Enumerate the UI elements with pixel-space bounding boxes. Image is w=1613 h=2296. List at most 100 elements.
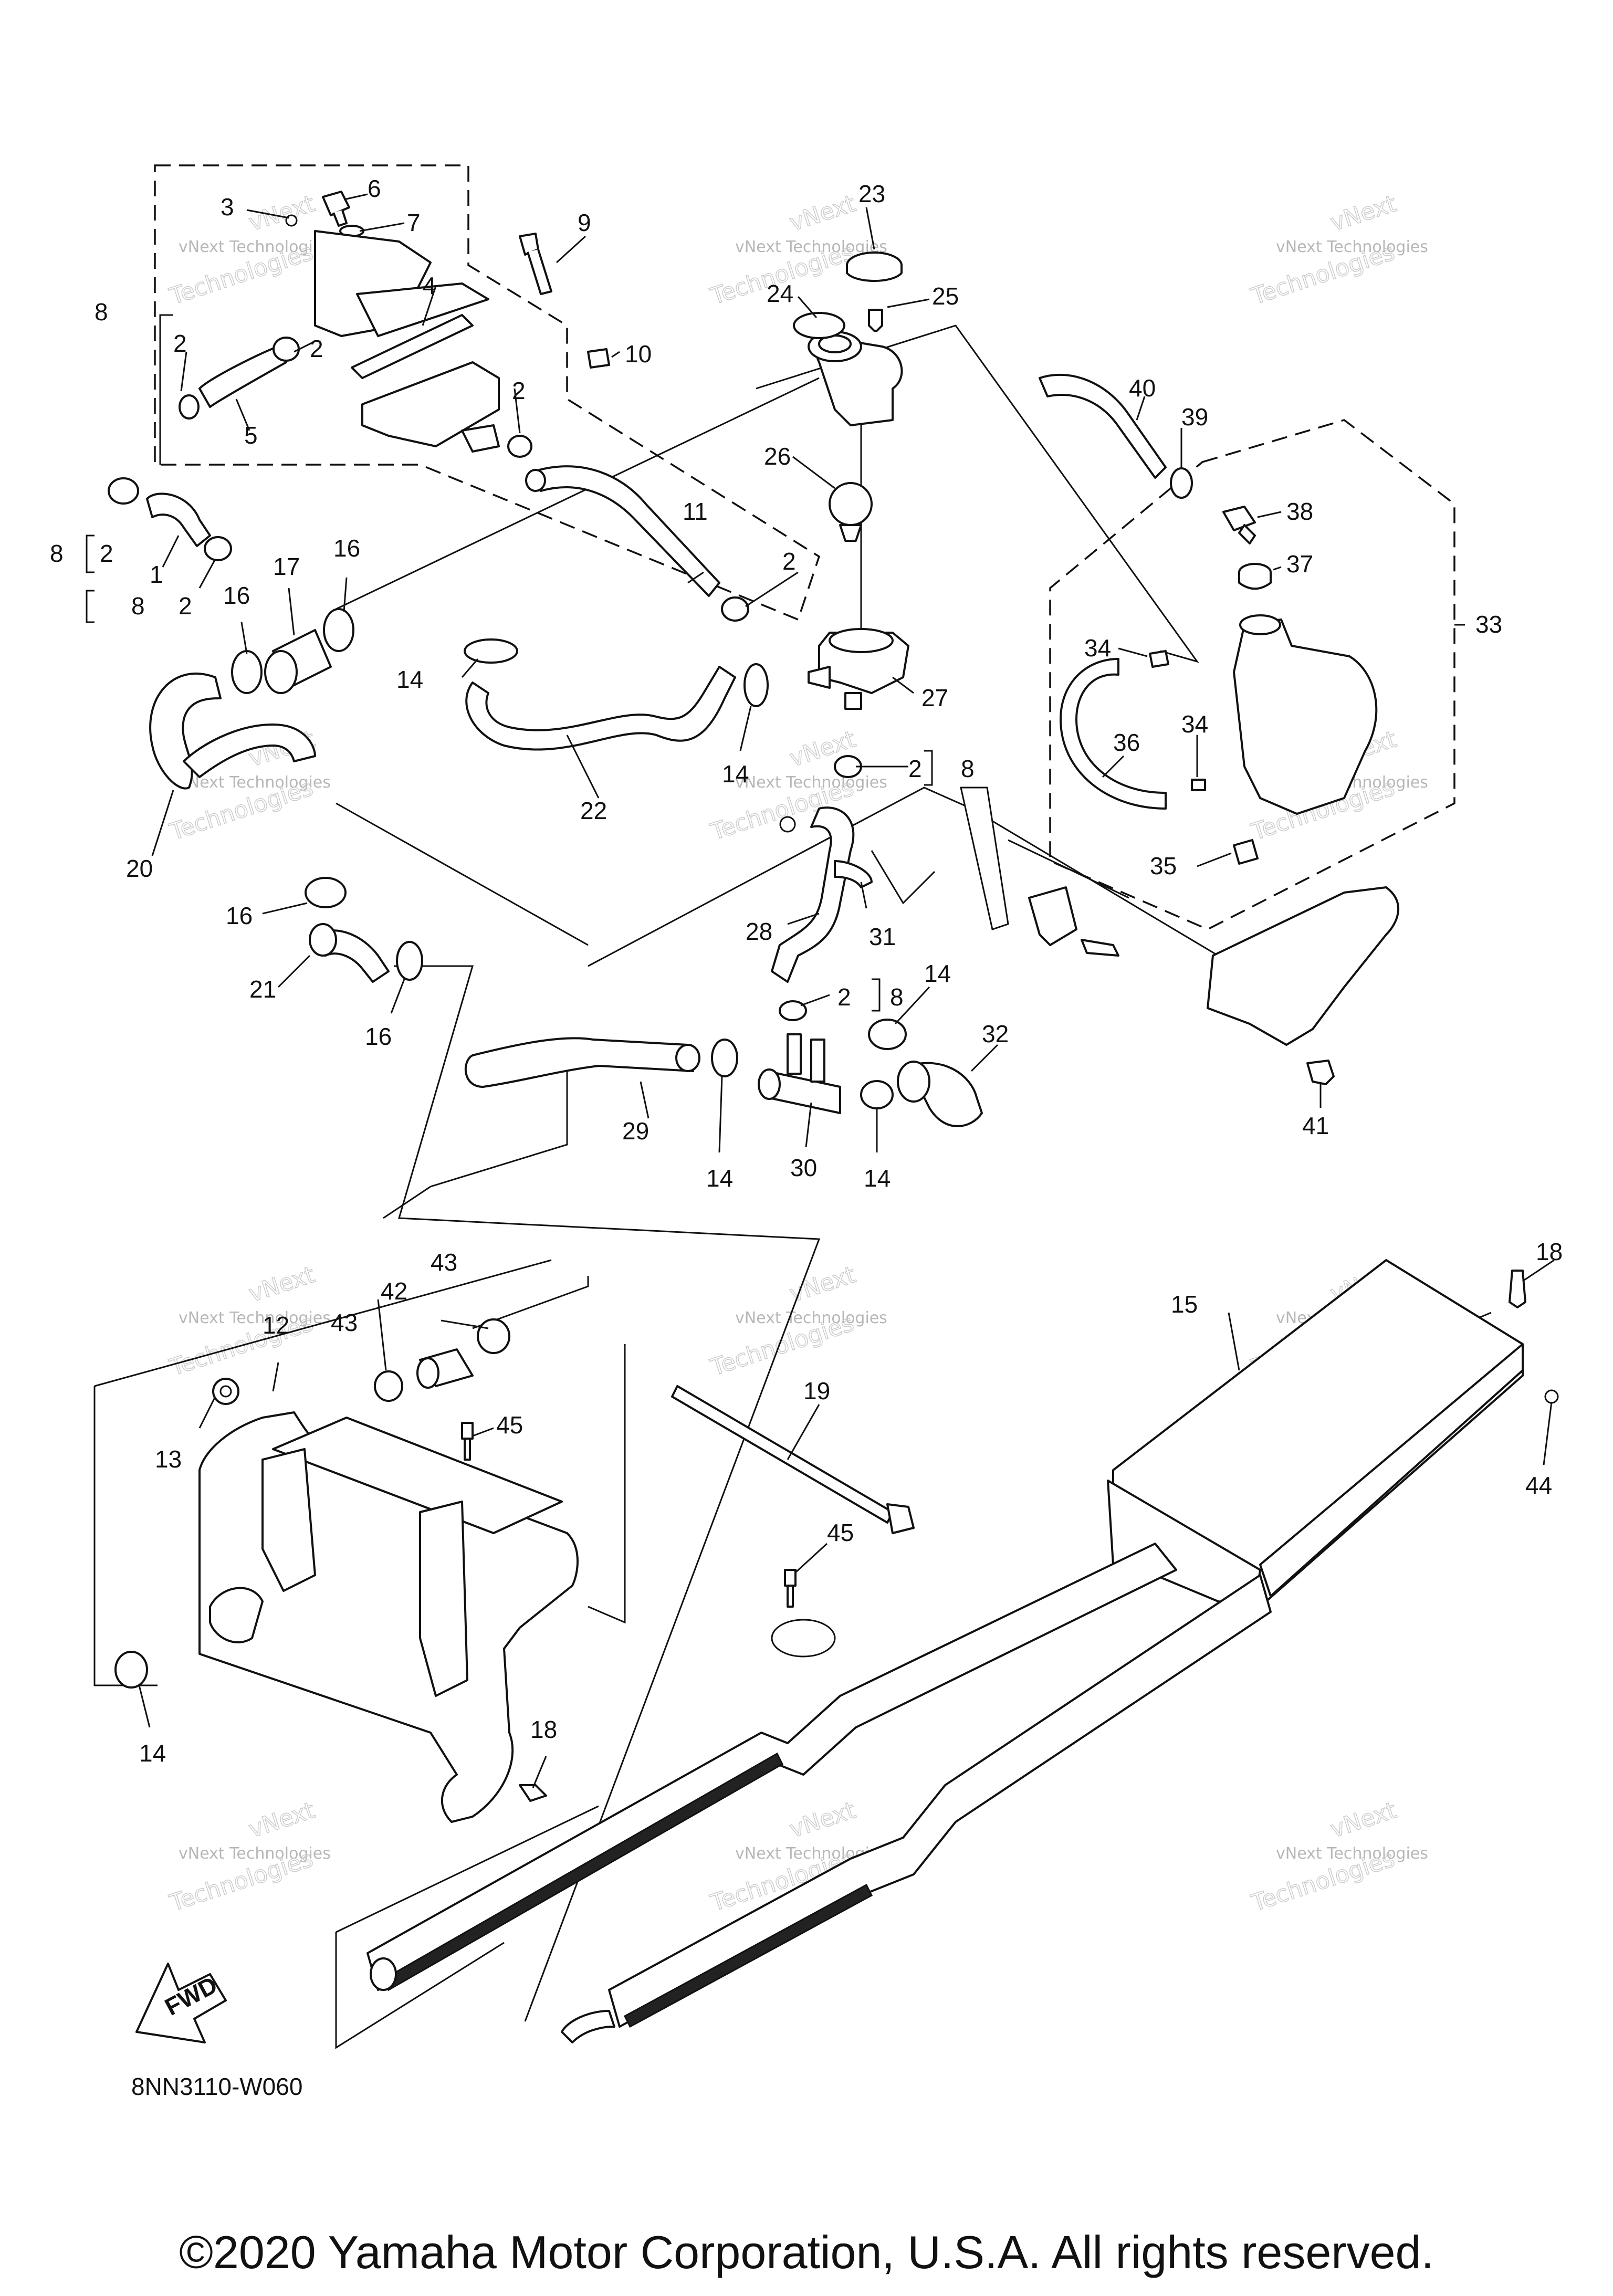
hose-clamp-14: [860, 1080, 894, 1109]
svg-text:vNext Technologies: vNext Technologies: [1276, 1844, 1428, 1863]
callout-42: 42: [381, 1277, 407, 1305]
hose-clamp-14: [868, 1019, 907, 1050]
gasket-4: [351, 314, 474, 379]
callout-1: 1: [150, 561, 163, 588]
callout-8: 8: [131, 592, 145, 620]
bracket-marks: [86, 314, 933, 1012]
hose-clamp-14: [711, 1039, 738, 1077]
callout-2: 2: [310, 335, 323, 362]
screw-18: [519, 1784, 547, 1802]
hose-clamp-43: [477, 1318, 510, 1354]
thermostat-housing-27: [808, 628, 909, 710]
callout-14: 14: [139, 1739, 166, 1767]
hose-clamp-2: [273, 337, 300, 362]
assembly-box-8: [154, 164, 821, 621]
callout-44: 44: [1525, 1472, 1552, 1499]
callout-2: 2: [100, 540, 113, 567]
callout-15: 15: [1171, 1291, 1198, 1318]
svg-text:vNext: vNext: [246, 190, 318, 236]
callout-34: 34: [1084, 634, 1111, 662]
bolt-19: [671, 1385, 915, 1534]
washer: [779, 816, 796, 833]
screw-3: [285, 214, 298, 227]
bracket-plate: [960, 787, 1009, 930]
callout-12: 12: [263, 1312, 289, 1339]
hose-clamp-2: [108, 477, 139, 505]
clip-10: [587, 348, 610, 369]
callout-9: 9: [578, 209, 591, 236]
callout-14: 14: [924, 960, 951, 987]
svg-text:vNext: vNext: [787, 190, 859, 236]
assembly-box-33: [1049, 419, 1455, 930]
callout-39: 39: [1181, 403, 1208, 431]
clip-35: [1233, 839, 1259, 865]
svg-text:vNext Technologies: vNext Technologies: [179, 773, 331, 792]
callout-labels: 3 6 7 9 8 4 10 2 2 2 5 23 25 24 26 27 11…: [50, 175, 1563, 1767]
callout-20: 20: [126, 855, 153, 882]
guide-lines: [93, 324, 1492, 2049]
callout-43: 43: [431, 1249, 457, 1276]
copyright-notice: ©2020 Yamaha Motor Corporation, U.S.A. A…: [179, 2226, 1434, 2278]
hose-clamp-16: [305, 877, 347, 908]
hose-29: [465, 1037, 700, 1088]
callout-35: 35: [1150, 852, 1177, 879]
clip-34: [1191, 779, 1206, 791]
callout-29: 29: [622, 1117, 649, 1145]
clip-31: [834, 860, 873, 888]
callout-24: 24: [767, 280, 793, 307]
hose-28: [771, 806, 855, 983]
callout-21: 21: [249, 976, 276, 1003]
heat-exchanger-15: [366, 1259, 1524, 2043]
fitting-38: [1222, 506, 1256, 544]
callout-3: 3: [221, 193, 234, 221]
screw-25: [868, 309, 883, 332]
callout-40: 40: [1129, 374, 1156, 402]
callout-25: 25: [932, 282, 959, 310]
screw-41: [1306, 1060, 1335, 1085]
callout-8: 8: [961, 755, 975, 782]
hose-clamp-2: [179, 394, 200, 420]
callout-33: 33: [1475, 611, 1502, 638]
callout-45: 45: [496, 1411, 523, 1439]
svg-text:vNext: vNext: [246, 1261, 318, 1307]
svg-text:vNext: vNext: [787, 1797, 859, 1843]
callout-19: 19: [803, 1377, 830, 1404]
svg-text:vNext: vNext: [787, 1261, 859, 1307]
callout-28: 28: [746, 918, 772, 945]
svg-text:vNext Technologies: vNext Technologies: [1276, 238, 1428, 256]
callout-8: 8: [890, 983, 904, 1011]
svg-text:vNext Technologies: vNext Technologies: [179, 1844, 331, 1863]
watermark: vNext vNext Technologies Technologies: [166, 1261, 331, 1381]
svg-text:vNext Technologies: vNext Technologies: [735, 1309, 887, 1327]
callout-4: 4: [423, 272, 436, 299]
hose-36: [1060, 658, 1167, 810]
callout-6: 6: [368, 175, 381, 202]
callout-17: 17: [273, 553, 300, 580]
callout-leaders: [138, 193, 1555, 1788]
callout-2: 2: [782, 548, 796, 575]
watermark: vNext vNext Technologies Technologies: [707, 190, 887, 310]
callout-27: 27: [921, 684, 948, 711]
mount-bracket: [1028, 886, 1119, 957]
hose-clamp-14: [743, 663, 769, 707]
callout-18: 18: [1536, 1238, 1563, 1265]
callout-41: 41: [1302, 1112, 1329, 1139]
coolant-reservoir-tank: [1233, 614, 1378, 815]
bolt-6: [322, 191, 350, 227]
callout-2: 2: [173, 330, 187, 357]
watermark: vNext vNext Technologies Technologies: [166, 1796, 331, 1917]
sub-tank-cover: [314, 230, 489, 337]
callout-14: 14: [706, 1165, 733, 1192]
hose-clamp-14: [114, 1651, 148, 1689]
callout-2: 2: [179, 592, 192, 620]
drawing-code: 8NN3110-W060: [131, 2073, 302, 2100]
bolt-45: [461, 1422, 474, 1461]
tank-bracket-plate: [1207, 886, 1400, 1046]
svg-text:vNext Technologies: vNext Technologies: [735, 773, 887, 792]
watermark: vNext vNext Technologies Technologies: [166, 190, 331, 310]
svg-text:vNext: vNext: [1327, 190, 1400, 236]
callout-14: 14: [722, 760, 749, 788]
o-ring-24: [793, 312, 845, 339]
callout-31: 31: [869, 923, 896, 950]
